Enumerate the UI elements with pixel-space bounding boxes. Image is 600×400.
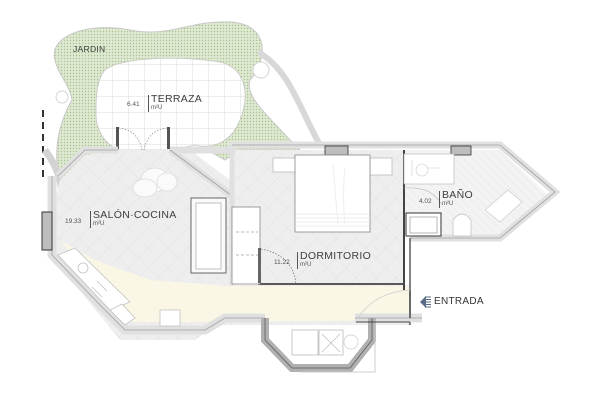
room-unit: m²U [93, 221, 105, 227]
bay-window [261, 318, 376, 373]
room-unit: m²U [151, 105, 163, 111]
label-separator [148, 95, 149, 112]
bathroom-fixtures [403, 153, 523, 237]
entrance-arrow-icon [420, 296, 431, 308]
window-bathroom [450, 145, 472, 156]
kitchen-counter [57, 247, 181, 327]
room-name: BAÑO [442, 189, 473, 201]
entrance-door [356, 289, 411, 323]
room-area: 19.33 [65, 218, 82, 225]
salon-furniture [132, 167, 261, 285]
room-area: 6.41 [127, 101, 140, 108]
terraza-room [95, 57, 246, 151]
window-bedroom [324, 145, 349, 156]
label-separator [439, 191, 440, 208]
room-unit: m²U [300, 262, 312, 268]
room-area: 11.22 [274, 259, 290, 266]
room-name: DORMITORIO [300, 250, 372, 262]
room-name: SALÓN·COCINA [93, 209, 177, 221]
label-separator [297, 252, 298, 269]
walls [47, 141, 561, 335]
window-left [41, 211, 53, 251]
label-separator [90, 211, 91, 228]
entrance-label: ENTRADA [434, 296, 484, 307]
room-area: 4.02 [419, 198, 432, 205]
room-name: TERRAZA [151, 93, 203, 105]
garden-label: JARDIN [73, 44, 106, 54]
bedroom-furniture [258, 154, 393, 285]
room-unit: m²U [442, 201, 454, 207]
